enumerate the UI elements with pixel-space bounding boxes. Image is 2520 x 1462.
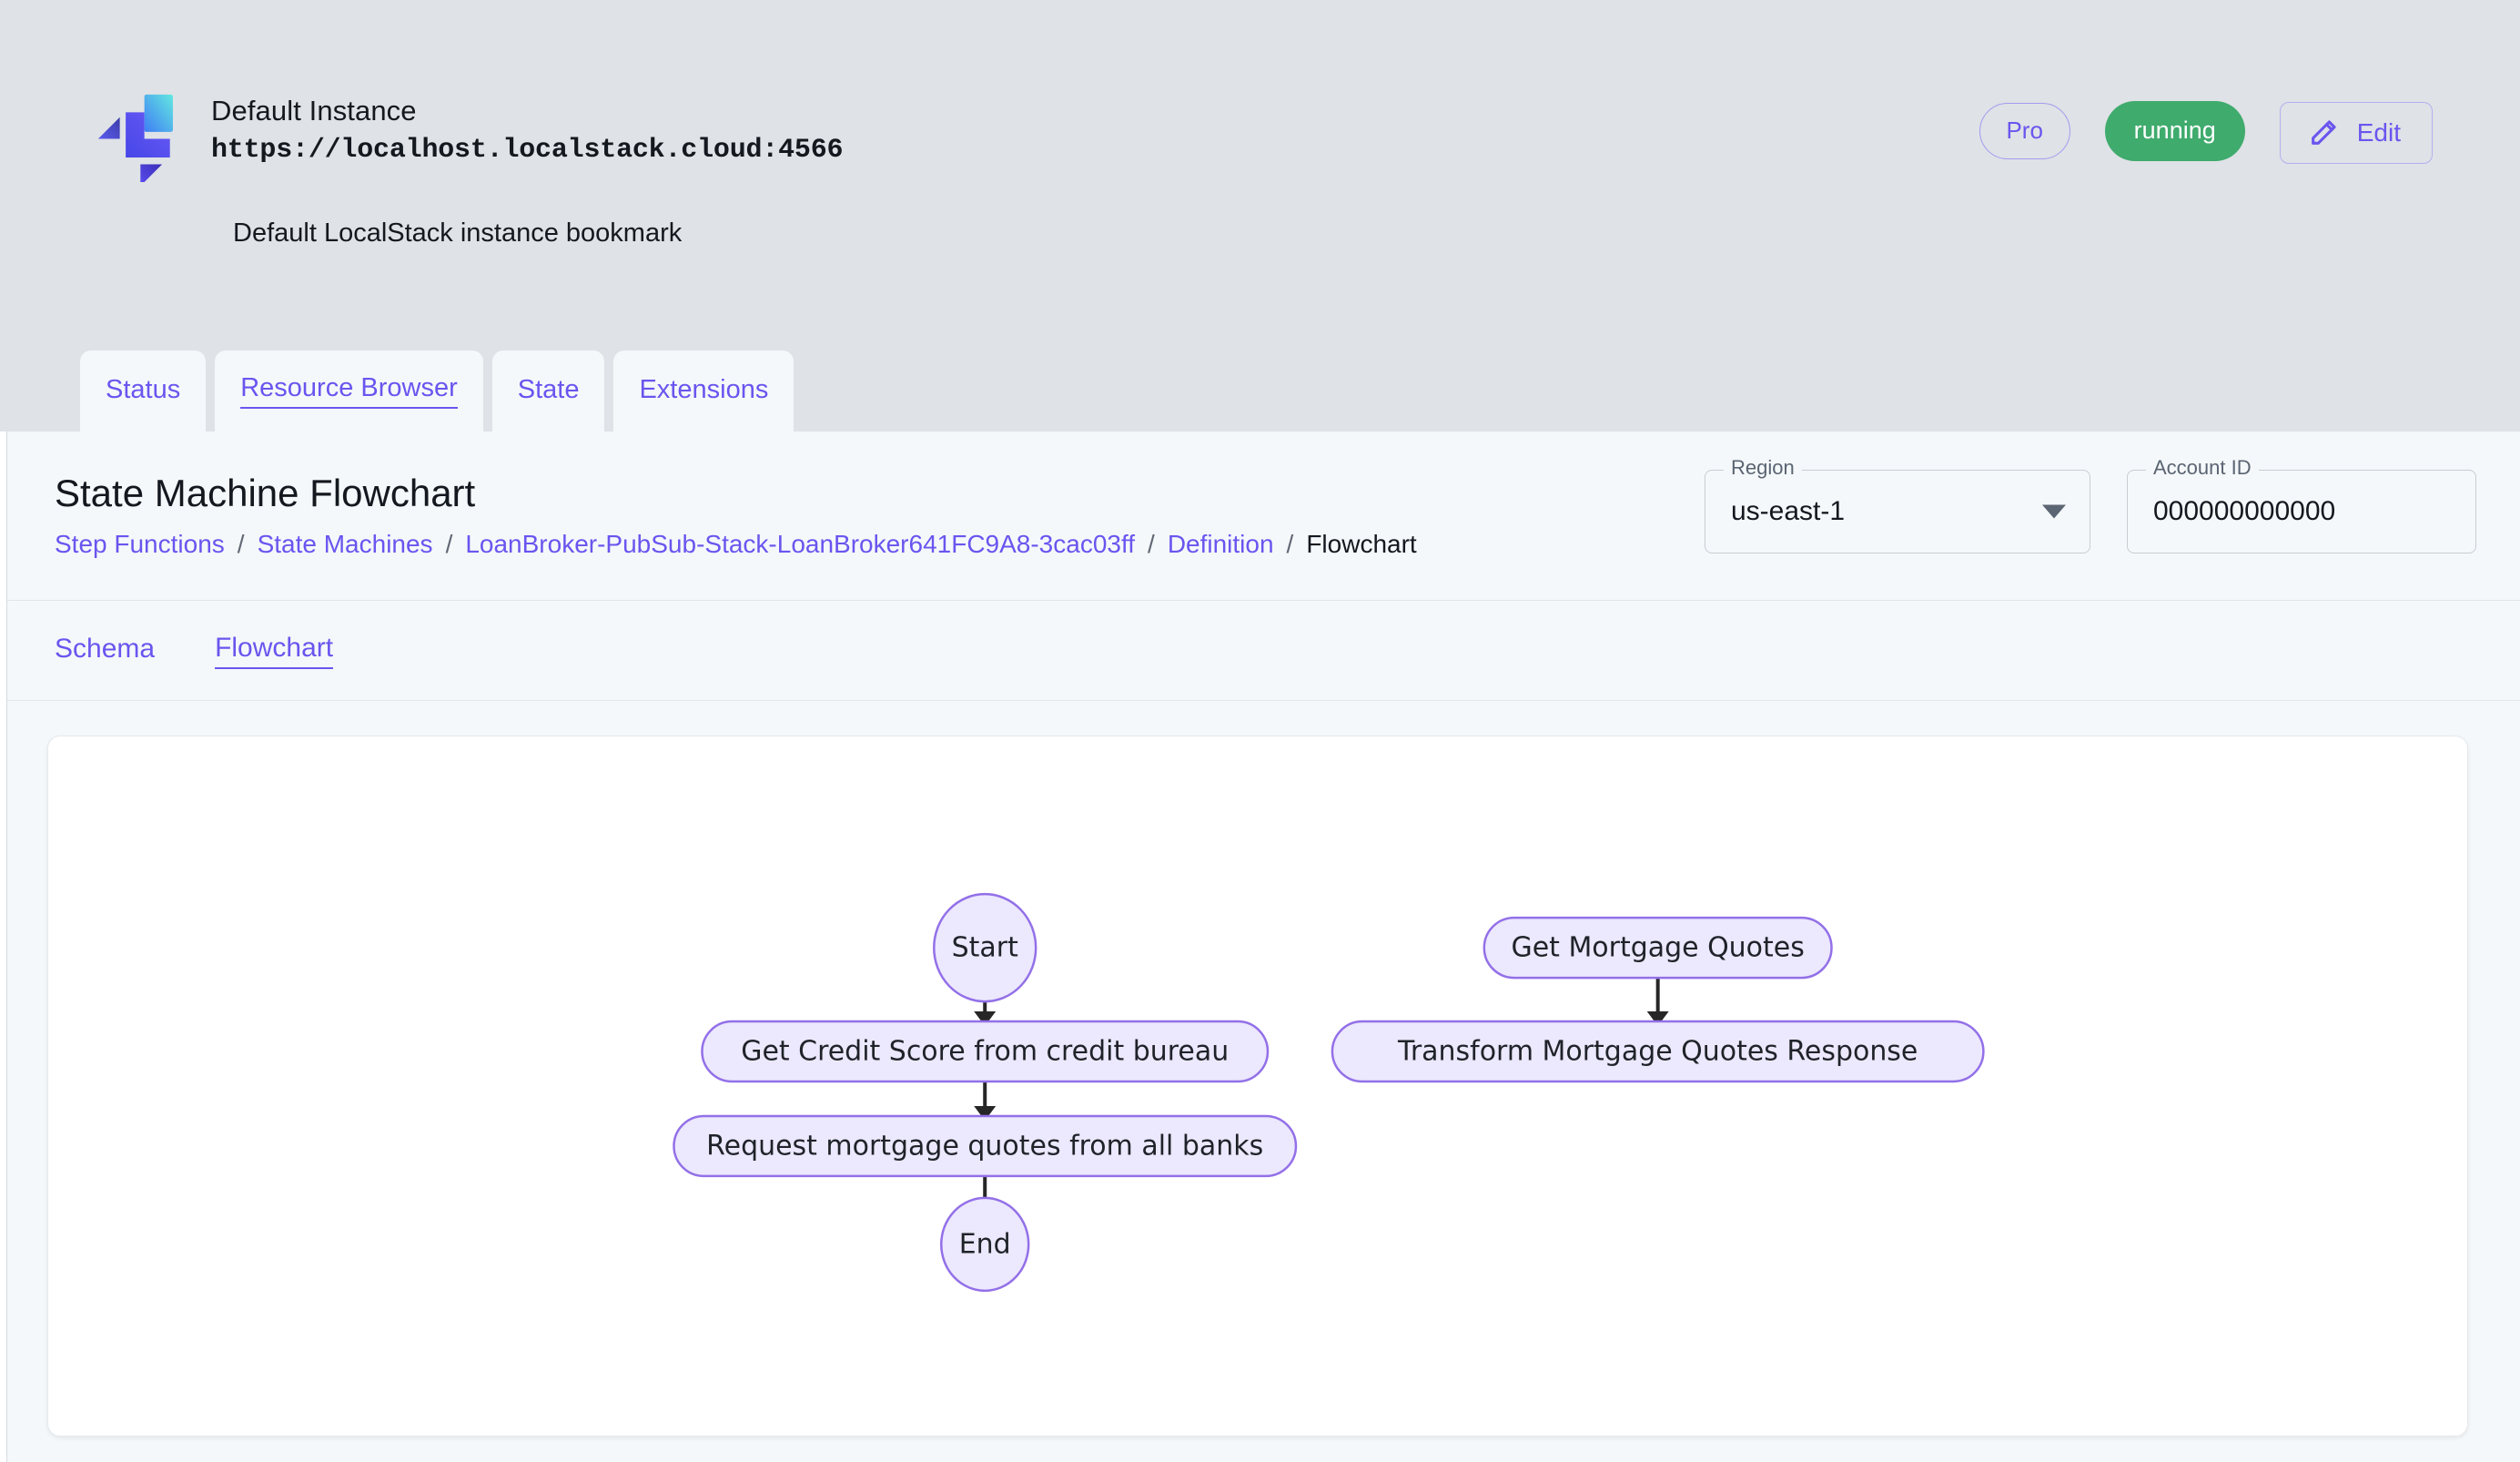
sub-tab-flowchart[interactable]: Flowchart xyxy=(215,633,334,669)
breadcrumb-separator: / xyxy=(1286,530,1294,558)
breadcrumb-separator: / xyxy=(445,530,453,558)
breadcrumb-separator: / xyxy=(237,530,245,558)
flowchart-card: Start Get Credit Score from credit burea… xyxy=(47,736,2468,1437)
region-label: Region xyxy=(1724,458,1802,478)
flowchart-node-credit[interactable]: Get Credit Score from credit bureau xyxy=(701,1020,1270,1083)
node-transform-label: Transform Mortgage Quotes Response xyxy=(1397,1036,1918,1068)
pencil-icon xyxy=(2308,117,2339,148)
tab-resource-browser[interactable]: Resource Browser xyxy=(215,350,483,431)
node-transform-shape xyxy=(1331,1020,1985,1083)
node-end-label: End xyxy=(959,1228,1011,1260)
node-start-label: Start xyxy=(952,932,1018,964)
header-actions: Pro running Edit xyxy=(1979,97,2433,164)
flowchart-node-request[interactable]: Request mortgage quotes from all banks xyxy=(673,1114,1298,1178)
tab-state[interactable]: State xyxy=(491,350,605,431)
node-getquotes-shape xyxy=(1483,916,1833,980)
flowchart-node-transform[interactable]: Transform Mortgage Quotes Response xyxy=(1331,1020,1985,1083)
edge-start-to-credit-arrowhead xyxy=(974,1011,997,1027)
sub-tab-schema[interactable]: Schema xyxy=(55,633,156,664)
instance-url: https://localhost.localstack.cloud:4566 xyxy=(211,135,844,167)
breadcrumb-item-state-machine-name[interactable]: LoanBroker-PubSub-Stack-LoanBroker641FC9… xyxy=(465,530,1136,558)
flowchart-node-getquotes[interactable]: Get Mortgage Quotes xyxy=(1483,916,1833,980)
breadcrumb-item-step-functions[interactable]: Step Functions xyxy=(55,530,225,558)
pro-badge[interactable]: Pro xyxy=(1979,102,2070,159)
page-title: State Machine Flowchart xyxy=(55,472,476,514)
region-select[interactable]: Region us-east-1 xyxy=(1705,458,2090,553)
page-header: State Machine Flowchart Step Functions /… xyxy=(7,431,2520,601)
breadcrumb-item-current: Flowchart xyxy=(1306,530,1417,558)
sub-tab-strip: Schema Flowchart xyxy=(7,601,2520,701)
edit-button-label: Edit xyxy=(2356,118,2401,147)
edge-credit-to-request-arrowhead xyxy=(974,1105,997,1121)
account-id-label: Account ID xyxy=(2146,458,2259,478)
instance-name: Default Instance xyxy=(211,95,417,127)
account-id-value: 000000000000 xyxy=(2153,496,2336,526)
node-credit-shape xyxy=(701,1020,1270,1083)
scope-fields: Region us-east-1 Account ID 000000000000 xyxy=(1705,458,2476,553)
edit-button[interactable]: Edit xyxy=(2279,102,2433,164)
flowchart-node-end[interactable]: End xyxy=(940,1196,1030,1293)
flowchart-node-start[interactable]: Start xyxy=(933,892,1037,1003)
account-id-field[interactable]: Account ID 000000000000 xyxy=(2127,458,2476,553)
region-value: us-east-1 xyxy=(1731,496,1846,526)
node-end-shape xyxy=(940,1196,1030,1293)
node-start-shape xyxy=(933,892,1037,1003)
tab-status-label: Status xyxy=(106,375,181,404)
edge-getquotes-to-transform-arrowhead xyxy=(1646,1011,1669,1027)
status-badge[interactable]: running xyxy=(2104,100,2245,161)
tab-extensions-label: Extensions xyxy=(639,375,769,404)
state-machine-flowchart[interactable]: Start Get Credit Score from credit burea… xyxy=(48,736,2467,1436)
breadcrumb-item-state-machines[interactable]: State Machines xyxy=(257,530,433,558)
tab-state-label: State xyxy=(517,375,580,404)
breadcrumb-item-definition[interactable]: Definition xyxy=(1167,530,1274,558)
tab-status[interactable]: Status xyxy=(80,350,207,431)
node-request-label: Request mortgage quotes from all banks xyxy=(706,1130,1263,1162)
instance-description: Default LocalStack instance bookmark xyxy=(233,218,683,248)
tab-resource-browser-label: Resource Browser xyxy=(240,373,458,409)
node-request-shape xyxy=(673,1114,1298,1178)
tab-extensions[interactable]: Extensions xyxy=(613,350,794,431)
breadcrumb: Step Functions / State Machines / LoanBr… xyxy=(55,530,1417,559)
node-getquotes-label: Get Mortgage Quotes xyxy=(1512,932,1805,964)
breadcrumb-separator: / xyxy=(1148,530,1155,558)
localstack-logo-icon xyxy=(87,84,186,187)
flowchart-edges xyxy=(974,978,1669,1219)
chevron-down-icon xyxy=(2042,504,2066,519)
node-credit-label: Get Credit Score from credit bureau xyxy=(741,1036,1229,1068)
instance-brand: Default Instance https://localhost.local… xyxy=(87,84,844,187)
main-tab-strip: Status Resource Browser State Extensions xyxy=(80,350,794,431)
